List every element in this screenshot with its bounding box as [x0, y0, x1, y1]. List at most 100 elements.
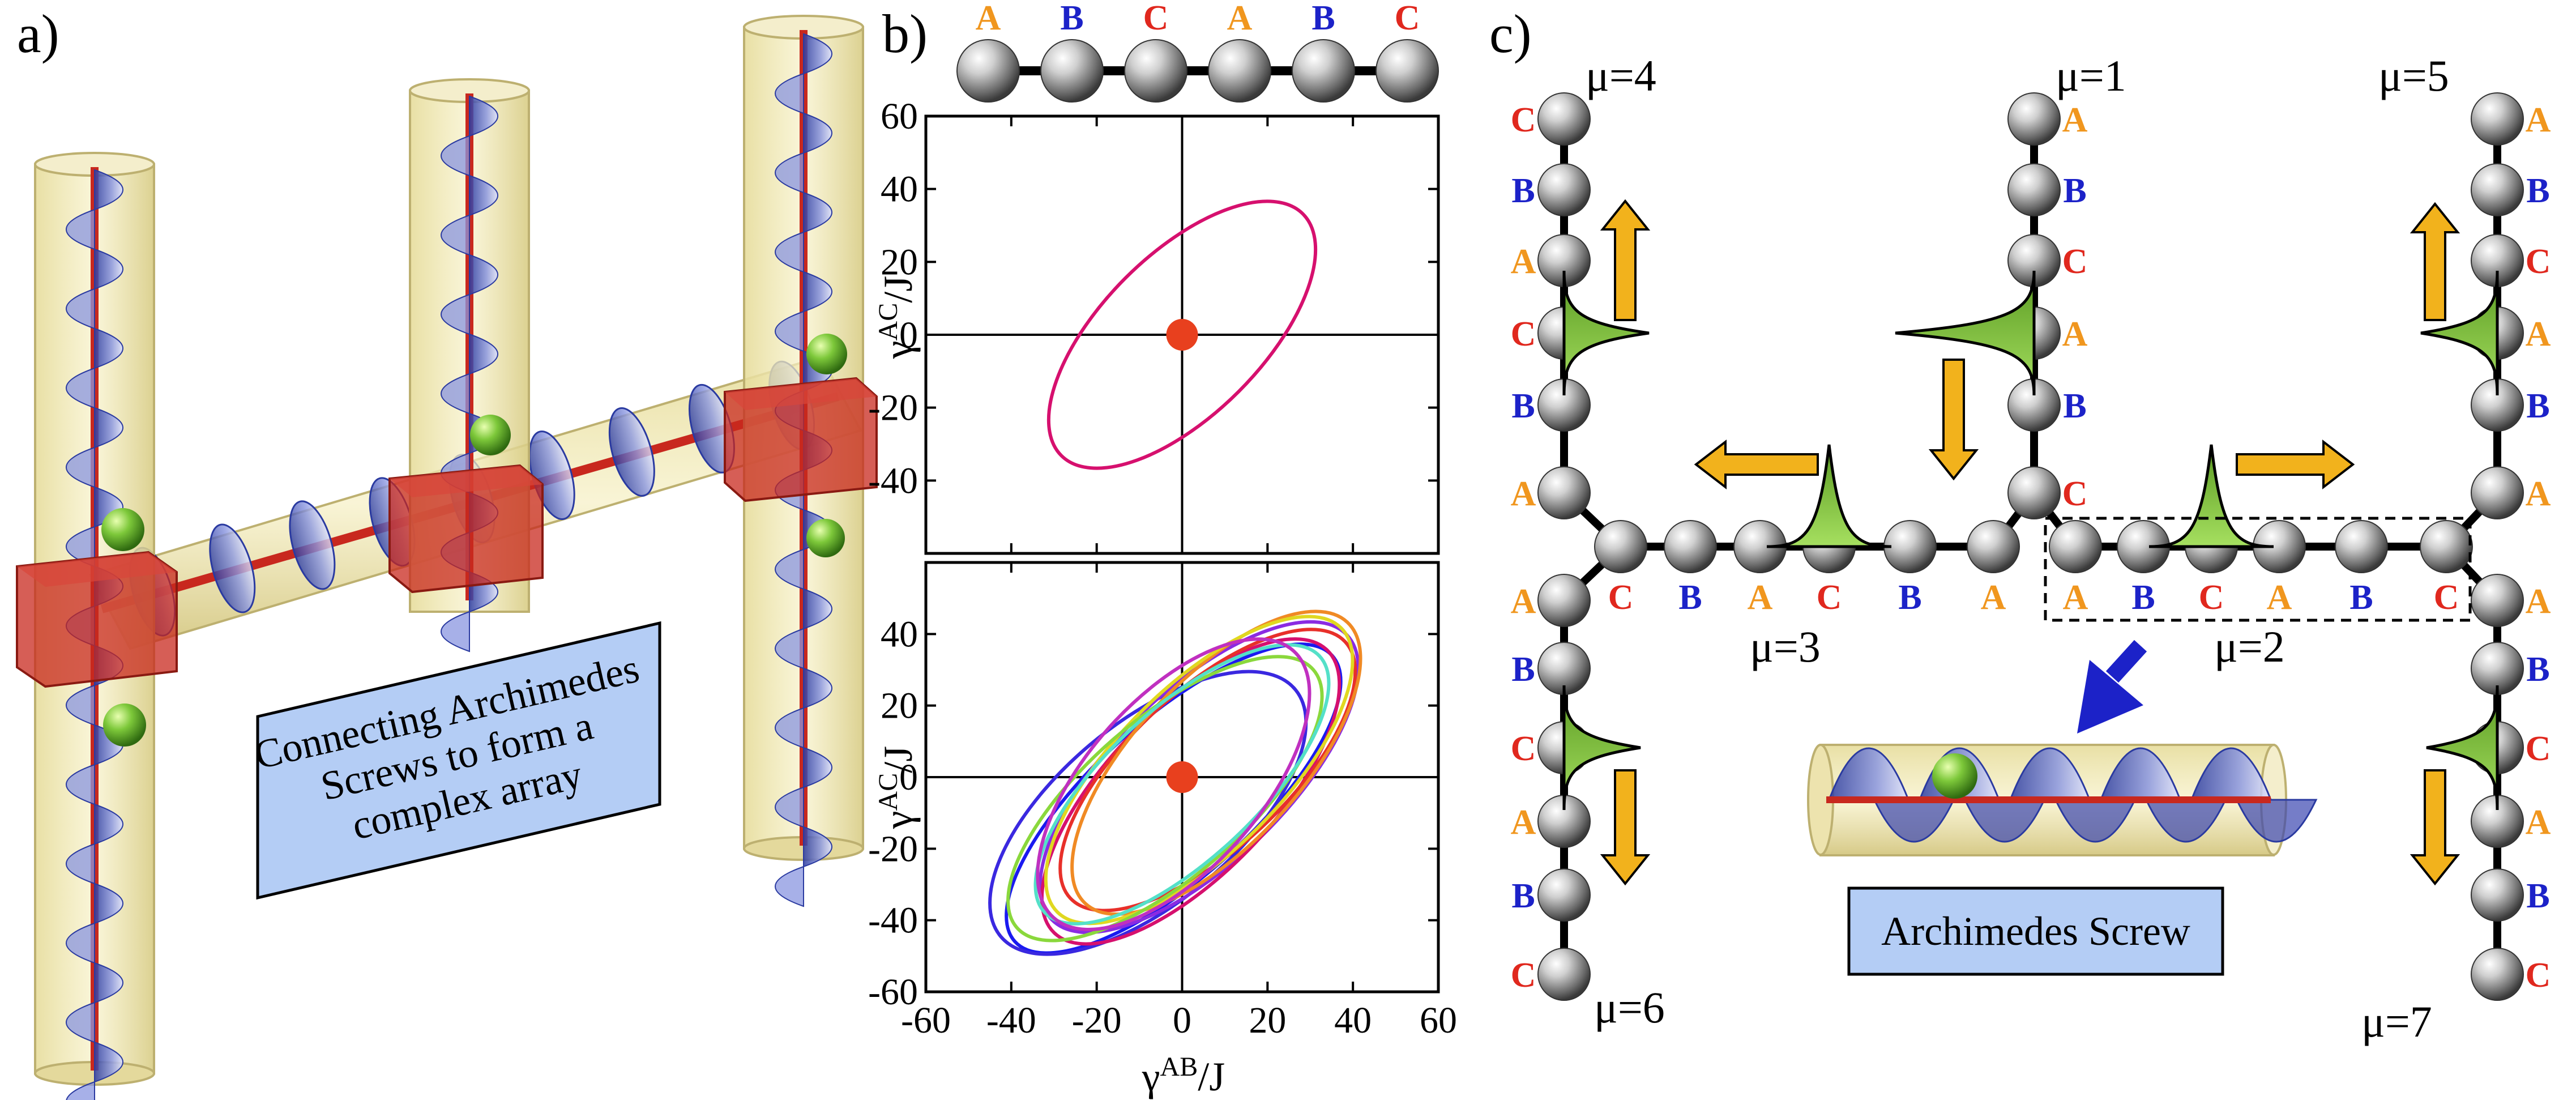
- site-label: A: [2526, 101, 2551, 139]
- site-label: C: [2199, 578, 2224, 617]
- y-axis-label-top: γAC/J: [873, 276, 921, 360]
- site-label: C: [1511, 956, 1536, 995]
- helix-blade: [775, 73, 804, 114]
- helix-blade: [66, 446, 95, 488]
- site-label: B: [1678, 578, 1702, 617]
- panel-label-a: a): [17, 3, 59, 64]
- helix-blade: [94, 407, 123, 449]
- helix-blade: [803, 588, 832, 630]
- helix-blade: [66, 1001, 95, 1043]
- helix-blade: [94, 962, 123, 1004]
- mu2-bead: [2420, 520, 2473, 573]
- site-label: B: [2526, 650, 2549, 689]
- ellipse-trajectory: [1033, 643, 1331, 926]
- arrow-left: [1694, 439, 1819, 490]
- zoom-arrow: [2077, 639, 2147, 734]
- x-tick-label: 60: [1420, 1000, 1457, 1041]
- helix-blade: [775, 231, 804, 273]
- panel-label-c: c): [1489, 3, 1532, 64]
- site-label: A: [1511, 803, 1536, 842]
- center-point: [1166, 319, 1198, 351]
- mu-label-5: μ=5: [2378, 51, 2449, 100]
- helix-blade: [803, 191, 832, 233]
- y-tick-label: 60: [881, 96, 918, 137]
- x-axis-label: γAB/J: [1142, 1052, 1225, 1099]
- helix-blade: [2190, 747, 2272, 801]
- arrow-right: [2236, 439, 2355, 490]
- wave-packet: [1766, 444, 1892, 548]
- helix-blade: [441, 135, 470, 177]
- helix-blade: [775, 707, 804, 749]
- green-ball: [470, 415, 511, 455]
- ellipse-trajectory: [1006, 655, 1324, 943]
- site-label: C: [1608, 578, 1634, 617]
- site-label: B: [2063, 172, 2086, 210]
- site-label: A: [2526, 803, 2551, 842]
- mu6-bead: [1537, 868, 1591, 922]
- site-label: A: [1748, 578, 1773, 617]
- site-label: C: [1511, 101, 1536, 139]
- site-label: C: [2062, 475, 2088, 513]
- ellipse-trajectory: [1040, 637, 1342, 946]
- center-point: [1166, 761, 1198, 793]
- helix-blade: [803, 112, 832, 154]
- helix-blade: [2099, 747, 2182, 801]
- y-tick-label: 40: [881, 169, 918, 210]
- site-label: B: [2526, 172, 2549, 210]
- helix-blade: [66, 1081, 95, 1100]
- wave-packet: [2148, 444, 2274, 548]
- y-axis-label-bottom: γAC/J: [873, 746, 921, 830]
- helix-blade: [803, 33, 832, 75]
- y-tick-label: 20: [881, 685, 918, 727]
- mu1-bead: [2007, 466, 2061, 519]
- mu2-bead: [2335, 520, 2388, 573]
- helix-blade: [66, 764, 95, 805]
- site-label: A: [1981, 578, 2006, 617]
- helix-blade: [2235, 799, 2318, 843]
- site-label: A: [2062, 101, 2088, 139]
- x-tick-label: 40: [1334, 1000, 1372, 1041]
- mu3-bead: [1664, 520, 1717, 573]
- green-ball: [806, 519, 845, 557]
- mu-label-7: μ=7: [2361, 997, 2432, 1046]
- mu3-bead: [1967, 520, 2020, 573]
- array-caption-box: Connecting Archimedes Screws to form a c…: [250, 621, 661, 900]
- mu4-bead: [1537, 163, 1591, 216]
- ellipse-trajectory: [988, 670, 1308, 956]
- helix-blade: [2144, 799, 2227, 843]
- site-label: B: [2526, 877, 2549, 915]
- site-label: B: [1898, 578, 1921, 617]
- helix-blade: [66, 684, 95, 726]
- wave-packet: [1562, 270, 1650, 396]
- junction-block-middle: [388, 464, 544, 594]
- helix-blade: [209, 523, 256, 613]
- site-label: A: [2063, 578, 2088, 617]
- x-tick-label: 20: [1249, 1000, 1286, 1041]
- helix-blade: [803, 826, 832, 868]
- direction-arrows: [1600, 199, 2460, 886]
- ellipse-trajectory: [1058, 628, 1357, 913]
- mu7-bead: [2471, 574, 2524, 627]
- site-label: B: [2063, 387, 2086, 425]
- site-label: A: [2526, 582, 2551, 621]
- panel-label-b: b): [882, 3, 928, 64]
- mu5-bead: [2471, 163, 2524, 216]
- y-tick-label: -20: [868, 387, 918, 429]
- site-label: B: [1511, 877, 1535, 915]
- mu7-bead: [2471, 948, 2524, 1001]
- helix-blade: [608, 407, 655, 497]
- mu3-bead: [1594, 520, 1647, 573]
- x-tick-label: -40: [986, 1000, 1036, 1041]
- helix-blade: [775, 865, 804, 907]
- helix-blade: [441, 293, 470, 335]
- mu1-bead: [2007, 92, 2061, 146]
- site-label: A: [1511, 582, 1536, 621]
- wave-packet: [2426, 685, 2499, 811]
- site-label: C: [2526, 730, 2551, 768]
- mu7-bead: [2471, 868, 2524, 922]
- y-tick-label: 0: [899, 757, 918, 798]
- y-tick-label: -60: [868, 971, 918, 1013]
